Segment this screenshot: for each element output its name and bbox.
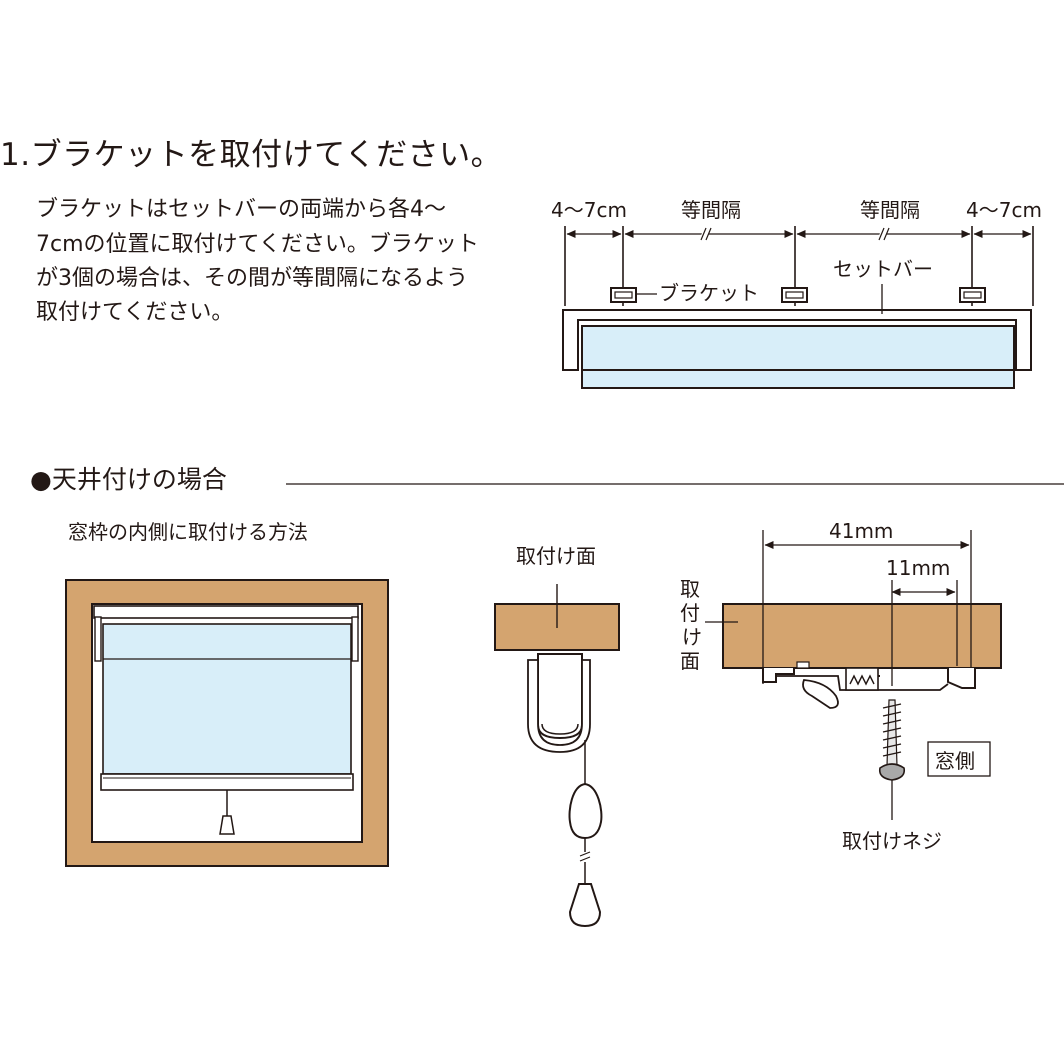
side-pull-knob — [568, 883, 602, 928]
screw-label: 取付けネジ — [842, 829, 942, 853]
front-setbar — [93, 605, 359, 619]
section-lever-tab — [796, 661, 810, 669]
dim-edge-right-label: 4～7cm — [966, 198, 1042, 222]
side-cord-stopper — [568, 782, 603, 840]
dim-edge-left-label: 4～7cm — [551, 198, 627, 222]
section-spring-box — [845, 667, 879, 691]
inside-frame-subheading: 窓枠の内側に取付ける方法 — [68, 520, 308, 544]
side-mount-label: 取付け面 — [516, 544, 596, 568]
screw-head — [878, 763, 906, 781]
front-side-bracket-right — [351, 616, 359, 662]
blind-roll — [581, 325, 1015, 371]
cross-section-labels: 取 付 け 面 41mm 11mm 窓側 取付けネジ — [680, 519, 975, 853]
vertical-label-char-2: 付 — [680, 601, 700, 625]
bracket-diagram-labels: 4～7cm 等間隔 等間隔 4～7cm ブラケット セットバー — [551, 198, 1042, 305]
window-frame-view — [65, 579, 389, 867]
step-title: 1.ブラケットを取付けてください。 — [0, 137, 503, 173]
bracket-spacing-diagram — [562, 226, 1034, 389]
description-line-1: ブラケットはセットバーの両端から各4～ — [36, 197, 446, 222]
front-side-bracket-left — [94, 616, 102, 662]
side-view — [494, 584, 620, 928]
vertical-label-char-1: 取 — [680, 577, 700, 601]
side-bracket-body — [537, 653, 583, 740]
bracket-3 — [959, 287, 986, 303]
section-spring — [849, 674, 875, 686]
description-line-4: 取付けてください。 — [36, 300, 234, 325]
side-bracket-clip — [527, 659, 591, 753]
ceiling-mount-heading: ●天井付けの場合 — [30, 465, 227, 494]
break-mark-left — [699, 226, 712, 242]
dim-41-label: 41mm — [829, 519, 893, 543]
window-side-box — [927, 741, 991, 777]
front-pull-knob — [219, 815, 235, 835]
description-line-3: が3個の場合は、その間が等間隔になるよう — [36, 266, 468, 291]
side-cord-break — [579, 851, 591, 862]
screw-shaft — [886, 699, 898, 767]
section-release-lever — [802, 679, 839, 709]
setbar-frame — [562, 309, 1032, 371]
section-bracket-base — [776, 675, 949, 691]
screw-threads — [882, 703, 902, 757]
front-blind-panel — [102, 623, 352, 775]
front-bottom-bar — [100, 773, 354, 791]
break-mark-right — [877, 226, 890, 242]
blind-bottom-bar — [581, 369, 1015, 389]
bracket-1 — [610, 287, 637, 303]
section-mount-surface — [722, 603, 1002, 669]
vertical-label-char-4: 面 — [680, 649, 700, 673]
cross-section-view — [705, 530, 1002, 820]
bracket-2 — [781, 287, 808, 303]
description-line-2: 7cmの位置に取付けてください。ブラケット — [36, 232, 479, 257]
setbar-label: セットバー — [833, 257, 933, 281]
vertical-label-char-3: け — [682, 625, 702, 649]
side-bracket-inner — [541, 723, 579, 735]
dim-equal-left-label: 等間隔 — [681, 198, 741, 222]
bracket-label: ブラケット — [659, 281, 759, 305]
dim-11-label: 11mm — [886, 556, 950, 580]
window-side-label: 窓側 — [935, 749, 975, 773]
dim-equal-right-label: 等間隔 — [860, 198, 920, 222]
